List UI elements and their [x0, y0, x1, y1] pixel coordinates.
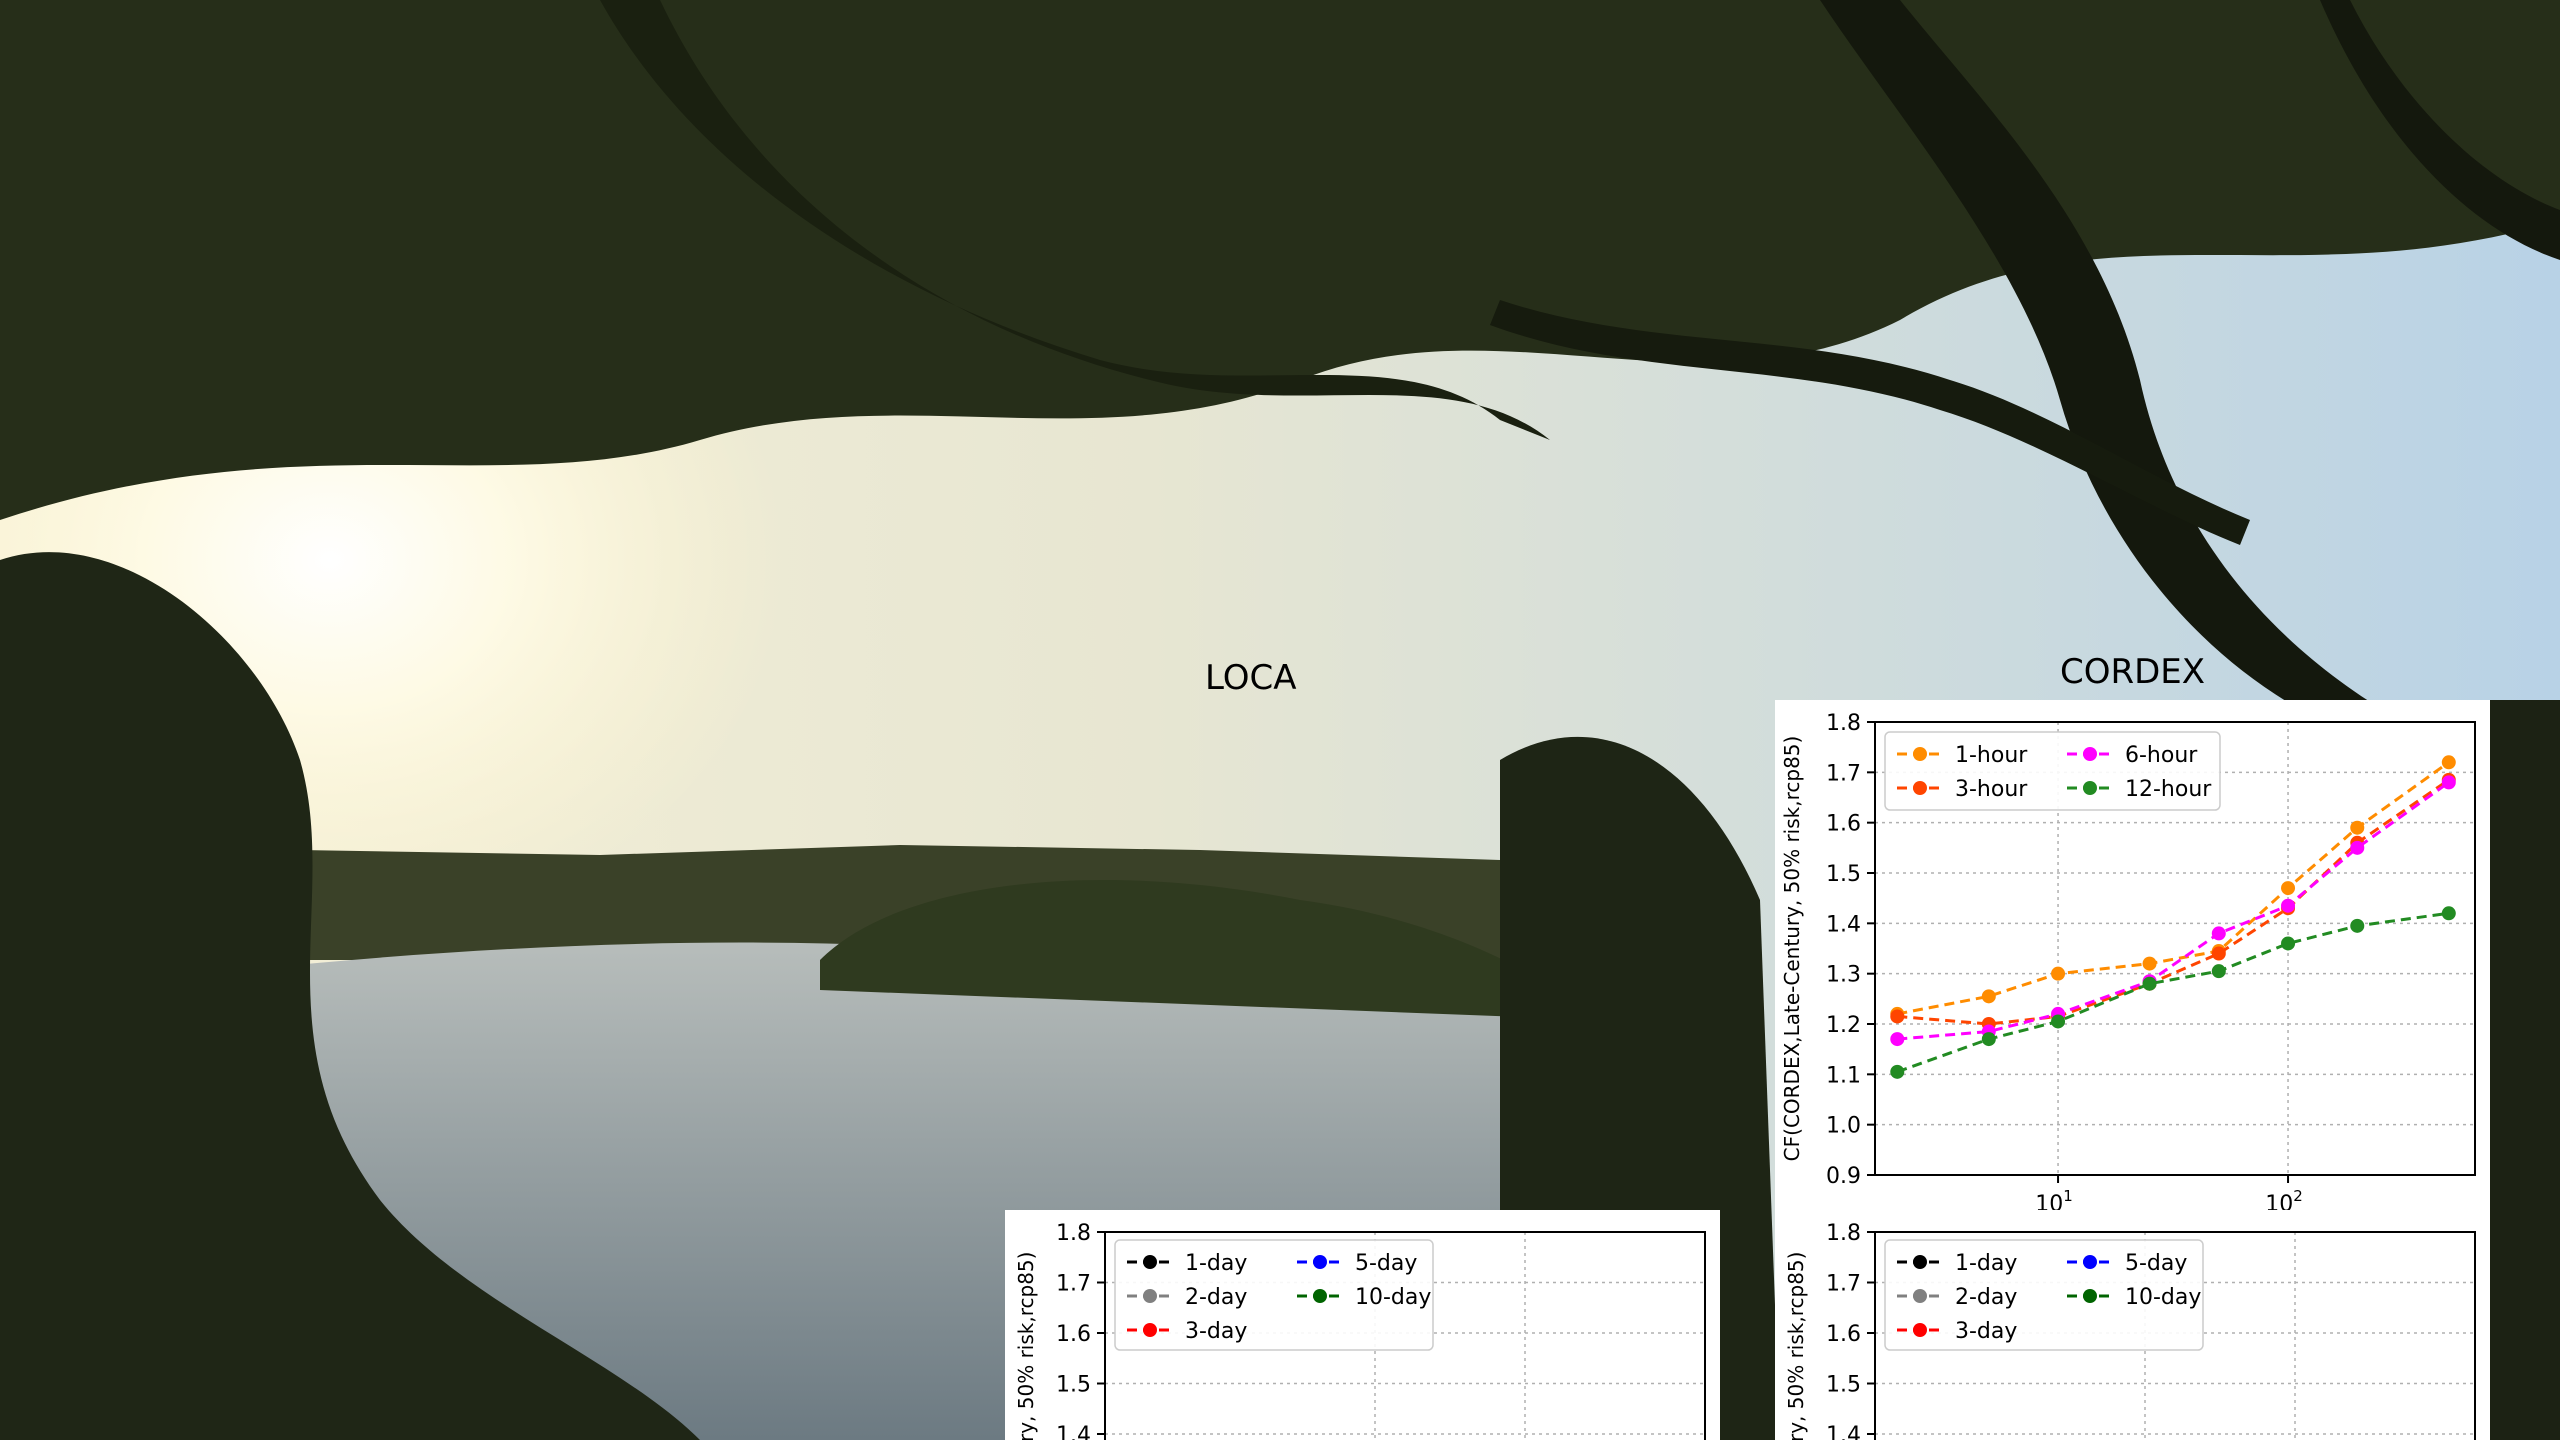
data-point-12-hour — [2281, 936, 2296, 951]
loca-daily-chart-svg: 1.4 1.5 1.6 1.7 1.8 ry, 50% risk,rcp85) 1-day 2… — [1014, 1221, 1706, 1440]
plot-frame — [1104, 1231, 1706, 1440]
legend-swatch-marker — [2083, 1289, 2097, 1303]
legend-swatch-marker — [1913, 1289, 1927, 1303]
y-tick-label: 1.6 — [1826, 812, 1861, 837]
legend-label: 3-hour — [1955, 777, 2028, 802]
y-tick-label: 1.5 — [1826, 1373, 1861, 1398]
legend-label: 1-day — [1955, 1251, 2017, 1276]
data-point-12-hour — [1981, 1032, 1996, 1047]
legend-label: 12-hour — [2125, 777, 2212, 802]
data-point-1-hour — [2142, 956, 2157, 971]
legend-label: 3-day — [1955, 1319, 2017, 1344]
data-point-1-hour — [2350, 820, 2365, 835]
legend-label: 2-day — [1955, 1285, 2017, 1310]
legend-label: 10-day — [1355, 1285, 1431, 1310]
data-point-12-hour — [1890, 1064, 1905, 1079]
legend-label: 2-day — [1185, 1285, 1247, 1310]
cordex-daily-chart-svg: 1.4 1.5 1.6 1.7 1.8 ry, 50% risk,rcp85) 1-day 2… — [1784, 1221, 2476, 1440]
cordex-title: CORDEX — [2060, 652, 2206, 692]
data-point-6-hour — [2441, 775, 2456, 790]
legend-swatch-marker — [2083, 1255, 2097, 1269]
legend-box — [1884, 731, 2221, 811]
y-tick-label: 1.6 — [1056, 1322, 1091, 1347]
legend-swatch-marker — [1913, 1255, 1927, 1269]
data-point-1-hour — [1981, 989, 1996, 1004]
y-tick-label: 1.3 — [1826, 963, 1861, 988]
y-tick-label: 1.8 — [1826, 711, 1861, 736]
legend-label: 6-hour — [2125, 743, 2198, 768]
y-axis-label: ry, 50% risk,rcp85) — [1014, 1252, 1038, 1440]
legend-swatch-marker — [1143, 1289, 1157, 1303]
data-point-12-hour — [2211, 964, 2226, 979]
y-tick-label: 1.5 — [1056, 1373, 1091, 1398]
plot-frame — [1874, 721, 2476, 1176]
y-tick-label: 1.1 — [1826, 1063, 1861, 1088]
series-line-1-hour — [1897, 761, 2450, 1016]
data-point-1-hour — [2441, 755, 2456, 770]
legend-swatch-marker — [1313, 1289, 1327, 1303]
y-tick-label: 1.7 — [1056, 1272, 1091, 1297]
data-point-3-hour — [2211, 946, 2226, 961]
y-tick-label: 1.6 — [1826, 1322, 1861, 1347]
y-tick-label: 0.9 — [1826, 1164, 1861, 1189]
data-point-6-hour — [2350, 840, 2365, 855]
data-point-12-hour — [2441, 906, 2456, 921]
legend-label: 10-day — [2125, 1285, 2201, 1310]
legend: 1-day 2-day 3-day 5-day 10-day — [1114, 1239, 1434, 1351]
loca-daily-chart: 1.4 1.5 1.6 1.7 1.8 ry, 50% risk,rcp85) 1-day 2… — [1005, 1210, 1720, 1440]
legend-swatch-marker — [2083, 747, 2097, 761]
y-tick-label: 1.4 — [1056, 1423, 1091, 1440]
loca-title: LOCA — [1205, 658, 1297, 698]
data-point-12-hour — [2142, 976, 2157, 991]
cordex-daily-chart: 1.4 1.5 1.6 1.7 1.8 ry, 50% risk,rcp85) 1-day 2… — [1775, 1210, 2490, 1440]
legend-box — [1884, 1239, 2204, 1351]
legend: 1-day 2-day 3-day 5-day 10-day — [1884, 1239, 2204, 1351]
legend-label: 3-day — [1185, 1319, 1247, 1344]
y-tick-label: 1.4 — [1826, 912, 1861, 937]
y-axis-label: CF(CORDEX,Late-Century, 50% risk,rcp85) — [1780, 736, 1804, 1162]
y-tick-label: 1.0 — [1826, 1114, 1861, 1139]
plot-frame — [1874, 1231, 2476, 1440]
data-point-12-hour — [2350, 918, 2365, 933]
data-point-1-hour — [2051, 966, 2066, 981]
legend: 1-hour 3-hour 6-hour 12-hour — [1884, 731, 2221, 811]
series-line-6-hour — [1897, 781, 2450, 1041]
y-tick-label: 1.5 — [1826, 862, 1861, 887]
data-point-6-hour — [2281, 898, 2296, 913]
y-axis-label: ry, 50% risk,rcp85) — [1784, 1252, 1808, 1440]
legend-swatch-marker — [1143, 1255, 1157, 1269]
y-tick-label: 1.4 — [1826, 1423, 1861, 1440]
legend-swatch-marker — [1143, 1323, 1157, 1337]
data-point-6-hour — [1890, 1032, 1905, 1047]
series-line-12-hour — [1896, 911, 2449, 1074]
y-tick-label: 1.7 — [1826, 1272, 1861, 1297]
series-line-3-hour — [1897, 778, 2450, 1026]
legend-label: 1-day — [1185, 1251, 1247, 1276]
legend-label: 5-day — [1355, 1251, 1417, 1276]
data-point-12-hour — [2051, 1014, 2066, 1029]
legend-swatch-marker — [1913, 781, 1927, 795]
legend-swatch-marker — [1313, 1255, 1327, 1269]
data-point-6-hour — [2211, 926, 2226, 941]
legend-swatch-marker — [1913, 1323, 1927, 1337]
data-point-3-hour — [1890, 1009, 1905, 1024]
legend-box — [1114, 1239, 1434, 1351]
y-tick-label: 1.8 — [1826, 1221, 1861, 1246]
legend-swatch-marker — [1913, 747, 1927, 761]
y-tick-label: 1.2 — [1826, 1013, 1861, 1038]
y-tick-label: 1.7 — [1826, 761, 1861, 786]
legend-label: 5-day — [2125, 1251, 2187, 1276]
legend-swatch-marker — [2083, 781, 2097, 795]
data-point-1-hour — [2281, 881, 2296, 896]
legend-label: 1-hour — [1955, 743, 2028, 768]
y-tick-label: 1.8 — [1056, 1221, 1091, 1246]
